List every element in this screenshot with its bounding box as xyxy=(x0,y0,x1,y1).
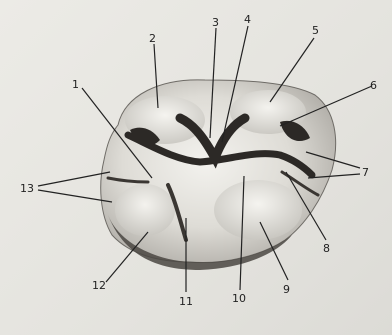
label-3: 3 xyxy=(212,16,219,29)
label-10: 10 xyxy=(232,292,246,305)
label-12: 12 xyxy=(92,279,106,292)
label-9: 9 xyxy=(283,283,290,296)
cusp-lingual-distal xyxy=(214,180,302,240)
label-2: 2 xyxy=(149,32,156,45)
label-11: 11 xyxy=(179,295,193,308)
label-8: 8 xyxy=(323,242,330,255)
leader-13a xyxy=(38,172,110,186)
label-5: 5 xyxy=(312,24,319,37)
label-13: 13 xyxy=(20,182,34,195)
label-1: 1 xyxy=(72,78,79,91)
label-7: 7 xyxy=(362,166,369,179)
cusp-lingual-mesial xyxy=(115,184,175,236)
label-6: 6 xyxy=(370,79,377,92)
label-4: 4 xyxy=(244,13,251,26)
